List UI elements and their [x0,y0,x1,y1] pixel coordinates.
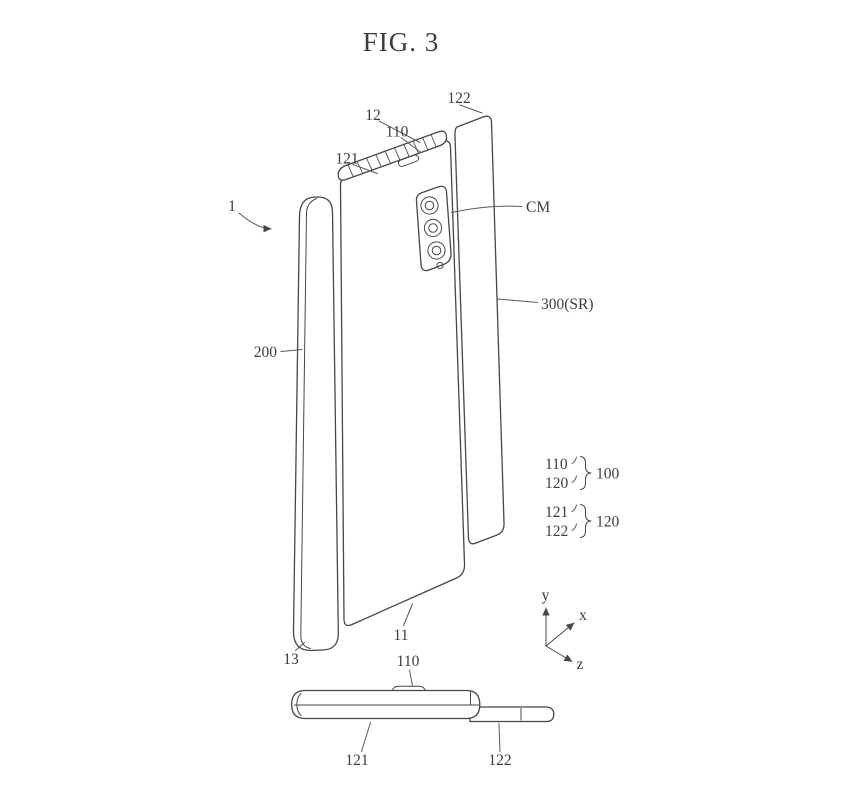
camera-module [415,185,452,272]
label-121-bottom: 121 [345,752,368,769]
legend-tick [571,475,577,483]
legend-group-100: 100 [596,466,620,483]
axes-indicator: y x z [542,587,588,673]
axis-x-label: x [579,607,587,624]
label-121-top: 121 [335,151,358,168]
legend-item-122: 122 [545,523,568,540]
camera-lens-3-inner [431,245,442,256]
label-300sr: 300(SR) [541,296,594,313]
axis-y-label: y [542,587,550,604]
leader-121-bottom [361,722,371,752]
leader-12 [378,120,421,143]
camera-lens-1 [420,196,439,215]
camera-lens-1-inner [424,200,435,211]
label-11: 11 [394,627,409,644]
axis-x [545,622,575,647]
legend-item-120: 120 [545,475,569,492]
rear-slide-panel [454,115,505,545]
axis-z [545,645,573,662]
reference-legend: 110 120 100 121 122 120 [545,456,620,540]
label-12: 12 [365,107,381,124]
leader-110-bottom [409,669,413,687]
legend-brace-100 [580,456,592,490]
front-display-panel [292,196,339,652]
legend-tick [571,523,577,531]
device-reference-arrow [238,212,272,233]
camera-module-housing [415,185,452,272]
label-cm: CM [526,199,550,216]
legend-item-110: 110 [545,456,568,473]
bottom-view-camera-bump [392,685,426,691]
leader-121-top [352,164,378,174]
legend-tick [571,504,577,512]
label-122-bottom: 122 [488,752,511,769]
leader-110-top [400,137,422,153]
bottom-view-slide-panel [469,706,555,723]
device-bottom-view [290,685,555,723]
top-cap [337,130,448,181]
label-1: 1 [228,198,236,215]
label-13: 13 [283,651,299,668]
label-110-bottom: 110 [397,653,420,670]
camera-flash [436,261,444,270]
legend-group-120: 120 [596,514,620,531]
leader-cm [451,205,523,213]
legend-brace-120 [580,504,592,538]
device-perspective-view [292,115,505,652]
label-200: 200 [254,344,278,361]
axis-z-label: z [577,656,584,673]
leader-200 [280,349,303,352]
label-122-top: 122 [447,90,470,107]
leader-122-bottom [498,723,501,752]
figure-title: FIG. 3 [363,27,440,57]
leader-13 [295,642,305,651]
leader-122-top [459,104,483,114]
bottom-view-left-edge-line [296,693,302,716]
leader-lines-main [238,104,538,651]
camera-lens-2 [423,218,443,238]
label-110-top: 110 [386,124,409,141]
legend-tick [571,456,577,464]
camera-lens-2-inner [428,223,438,233]
speaker-slot [397,154,420,167]
leader-11 [403,603,413,626]
front-panel-edge-line [300,198,317,649]
leader-300sr [497,298,538,303]
camera-lens-3 [427,241,446,260]
legend-item-121: 121 [545,504,568,521]
